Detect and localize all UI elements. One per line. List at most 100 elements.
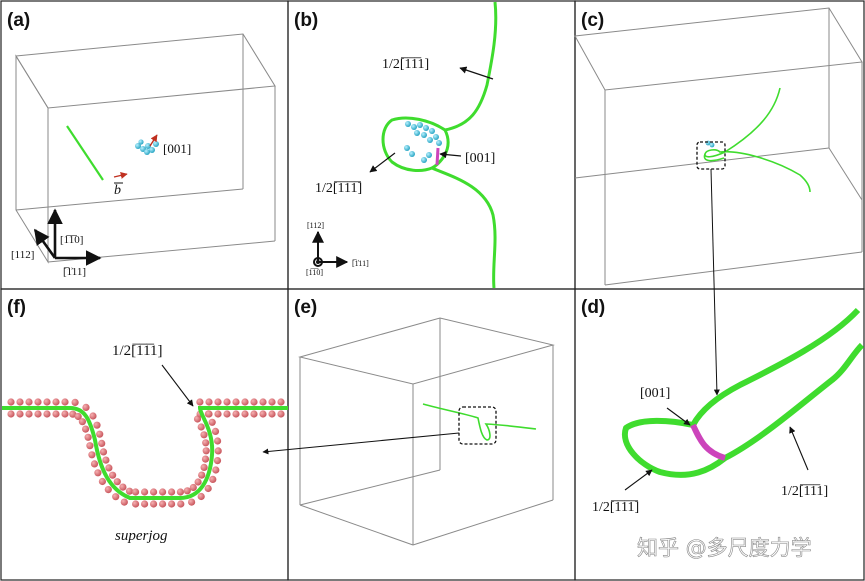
panel-b-loop: [381, 116, 446, 172]
red-atom: [268, 398, 276, 406]
red-atom: [159, 500, 167, 508]
red-atom: [223, 410, 231, 418]
red-atom: [34, 410, 42, 418]
red-atom: [52, 410, 60, 418]
panel-a-junction-atoms: [135, 134, 159, 155]
red-atom: [200, 463, 208, 471]
red-atom: [197, 492, 205, 501]
red-atom: [159, 488, 167, 496]
red-atom: [25, 410, 33, 418]
red-atom: [25, 398, 33, 406]
panel-b-top-label: 1/2[̅1̅1̅1]: [382, 57, 429, 72]
red-atom: [204, 484, 212, 493]
red-atom: [241, 410, 249, 418]
red-atom: [189, 483, 197, 492]
panel-d-label: (d): [581, 297, 605, 318]
red-atom: [71, 398, 79, 406]
red-atom: [194, 478, 202, 486]
panel-f-dislocation: [2, 406, 288, 500]
red-atom: [198, 471, 206, 479]
panel-a: (a) [001] b [1̅1̅0]: [7, 10, 276, 278]
red-atom: [259, 398, 267, 406]
red-atom: [105, 464, 113, 472]
red-atom: [212, 466, 220, 474]
red-atom: [214, 398, 222, 406]
red-atom: [214, 437, 222, 445]
red-atom: [61, 398, 69, 406]
red-atom: [205, 398, 213, 406]
panel-b-loop-label: 1/2[̅1̅1̅1̅]: [315, 181, 362, 196]
red-atom: [82, 425, 90, 433]
red-atom: [268, 410, 276, 418]
red-atom: [277, 398, 285, 406]
panel-d-right-label: 1/2[̅1̅1̅1]: [781, 484, 828, 499]
panel-e-highlight-box: [458, 406, 497, 445]
red-atom: [183, 487, 191, 495]
red-atom: [176, 488, 184, 496]
red-atom: [7, 410, 15, 418]
red-atom: [250, 398, 258, 406]
red-atom: [69, 410, 77, 418]
red-atom: [119, 483, 127, 491]
red-atom: [61, 410, 69, 418]
red-atom: [82, 403, 90, 411]
panel-c-dislocation: [704, 87, 811, 193]
red-atom: [208, 418, 216, 426]
panel-a-label: (a): [7, 10, 30, 31]
red-atom: [16, 410, 24, 418]
red-atom: [43, 410, 51, 418]
red-atom: [96, 430, 104, 438]
red-atom: [201, 455, 210, 463]
red-atom: [214, 447, 222, 455]
panel-b-dislocation-line: [428, 1, 498, 289]
panel-a-b-vector: b: [114, 183, 121, 198]
panel-e-dislocation: [422, 403, 537, 441]
red-atom: [7, 398, 15, 406]
panel-b-label: (b): [294, 10, 318, 31]
panel-c: (c): [574, 7, 863, 396]
red-atom: [196, 398, 204, 406]
panel-f: (f) 1/2[̅1̅1̅1] superjog: [2, 297, 288, 544]
red-atom: [120, 498, 128, 506]
red-atom: [112, 493, 120, 501]
red-atom: [94, 469, 102, 477]
panel-b-axis-up: [112]: [307, 221, 324, 230]
red-atom: [213, 457, 222, 465]
panel-a-junction-label: [001]: [163, 141, 191, 156]
red-atom: [205, 410, 213, 418]
panel-b-junction-label: [001]: [465, 151, 495, 166]
panel-b-atoms: [404, 121, 442, 163]
panel-b-axis-right: [̅1͐11]: [352, 259, 369, 268]
red-atom: [125, 487, 134, 495]
panel-d: (d) [001] 1/2[̅1̅1̅1̅] 1/2[̅1̅1̅1]: [581, 297, 865, 515]
panel-a-axis-right: [̅1͐11]: [63, 266, 86, 278]
panel-a-axes: [33, 208, 102, 266]
red-atom: [177, 500, 185, 508]
panel-e-box: [298, 317, 555, 546]
panel-d-junction-label: [001]: [640, 386, 670, 401]
red-atom: [132, 500, 140, 508]
red-atom: [16, 398, 24, 406]
panel-b-axis-origin: [1̅1̅0]: [306, 268, 323, 277]
panel-f-red-atoms: [7, 398, 285, 508]
panel-b: (b) 1/2[̅1̅1̅1] 1/2[̅1̅1̅1̅] [001]: [294, 1, 498, 289]
red-atom: [102, 456, 110, 464]
red-atom: [250, 410, 258, 418]
red-atom: [211, 427, 220, 435]
panel-e-label: (e): [294, 297, 317, 318]
watermark: 知乎 @多尺度力学: [637, 536, 812, 561]
red-atom: [113, 478, 121, 486]
red-atom: [232, 410, 240, 418]
panel-b-axes: [312, 230, 349, 268]
red-atom: [259, 410, 267, 418]
red-atom: [98, 439, 106, 447]
red-atom: [200, 431, 208, 439]
red-atom: [74, 412, 82, 421]
red-atom: [86, 442, 94, 450]
red-atom: [168, 488, 176, 496]
red-atom: [99, 448, 108, 456]
red-atom: [232, 398, 240, 406]
red-atom: [277, 410, 285, 418]
